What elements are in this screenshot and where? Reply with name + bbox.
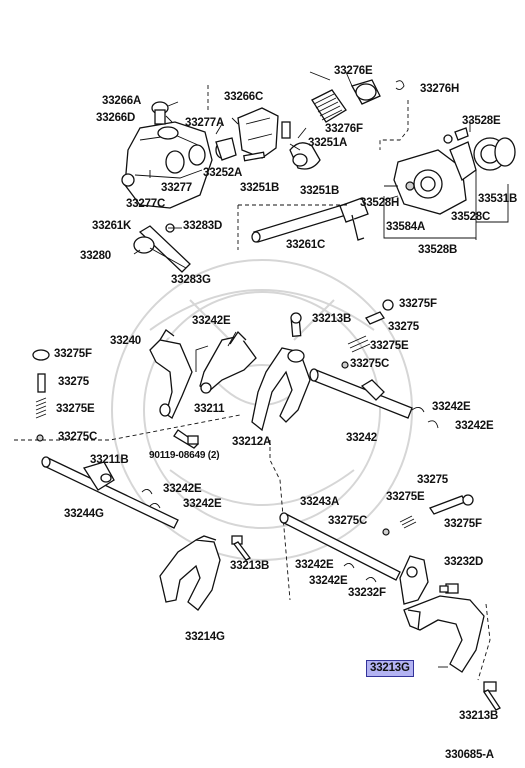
plug-33277-part: [165, 137, 237, 174]
part-label-33232d: 33232D: [444, 556, 484, 568]
part-label-33528e: 33528E: [462, 115, 501, 127]
spring-33276f-part: [311, 79, 405, 123]
part-label-33283d: 33283D: [183, 220, 223, 232]
part-label-33275-top: 33275: [388, 321, 419, 333]
part-label-33277: 33277: [161, 182, 192, 194]
part-label-33275c-left: 33275C: [58, 431, 98, 443]
lever-33251-part: [281, 121, 321, 170]
part-label-33266a: 33266A: [102, 95, 142, 107]
part-label-33283g: 33283G: [171, 274, 211, 286]
part-label-33275-mid: 33275: [417, 474, 448, 486]
cover-33266c-part: [231, 107, 279, 162]
part-label-33280: 33280: [80, 250, 111, 262]
part-label-33244g: 33244G: [64, 508, 104, 520]
shaft-33244g-part: [41, 456, 179, 529]
pin-spring-mid-part: [290, 299, 394, 369]
part-label-33531b: 33531B: [478, 193, 518, 205]
part-label-33275e-left: 33275E: [56, 403, 95, 415]
part-label-33213b-mid: 33213B: [230, 560, 270, 572]
part-label-33242e-b: 33242E: [432, 401, 471, 413]
part-label-33232f: 33232F: [348, 587, 386, 599]
part-label-33243a: 33243A: [300, 496, 340, 508]
part-label-33261c: 33261C: [286, 239, 326, 251]
part-label-33251a: 33251A: [308, 137, 348, 149]
fork-33214g-part: [159, 535, 221, 611]
part-label-33275f-top: 33275F: [399, 298, 437, 310]
part-label-33242e-g: 33242E: [309, 575, 348, 587]
part-label-33277c: 33277C: [126, 198, 166, 210]
part-label-33211b: 33211B: [90, 454, 129, 466]
part-label-33266d: 33266D: [96, 112, 136, 124]
diagram-id: 330685-A: [445, 749, 494, 761]
part-label-33275f-mid: 33275F: [444, 518, 482, 530]
part-label-33211: 33211: [194, 403, 225, 415]
part-label-33528b: 33528B: [418, 244, 458, 256]
part-label-33261k: 33261K: [92, 220, 132, 232]
part-label-33242e-f: 33242E: [295, 559, 334, 571]
part-label-33276f: 33276F: [325, 123, 363, 135]
part-label-33275c-mid: 33275C: [328, 515, 368, 527]
part-label-33276e: 33276E: [334, 65, 373, 77]
fork-33213g-part: [403, 595, 485, 673]
part-label-33275-left: 33275: [58, 376, 89, 388]
bolt-33213b-bottom-part: [483, 681, 501, 711]
lever-33280-part: [133, 223, 191, 273]
spring-pin-right-part: [382, 494, 474, 536]
part-label-33277a: 33277A: [185, 117, 225, 129]
part-label-33213b-top: 33213B: [312, 313, 352, 325]
part-label-33212a: 33212A: [232, 436, 272, 448]
lever-33240-part: [149, 329, 193, 419]
part-label-33242e-c: 33242E: [455, 420, 494, 432]
part-label-33242e-e: 33242E: [183, 498, 222, 510]
part-label-33242e-d: 33242E: [163, 483, 202, 495]
part-label-33266c: 33266C: [224, 91, 264, 103]
part-label-90119-08649: 90119-08649 (2): [149, 450, 220, 461]
part-label-33275c-top: 33275C: [350, 358, 390, 370]
bracket-33232f-part: [399, 555, 429, 605]
part-label-33275e-top: 33275E: [370, 340, 409, 352]
bolt-33232d-part: [439, 583, 459, 594]
part-label-33213g-highlighted[interactable]: 33213G: [366, 660, 414, 677]
part-label-33275f-left: 33275F: [54, 348, 92, 360]
part-label-33251b-b: 33251B: [300, 185, 340, 197]
part-label-33242e-a: 33242E: [192, 315, 231, 327]
part-label-33213b-bottom: 33213B: [459, 710, 499, 722]
part-label-33214g: 33214G: [185, 631, 225, 643]
part-label-33240: 33240: [110, 335, 141, 347]
part-label-33528h: 33528H: [360, 197, 400, 209]
part-label-33584a: 33584A: [386, 221, 426, 233]
fork-33212a-part: [251, 347, 311, 432]
bracket-33211-part: [199, 330, 257, 394]
part-label-33242: 33242: [346, 432, 377, 444]
part-label-33275e-mid: 33275E: [386, 491, 425, 503]
shaft-33261c-part: [251, 197, 369, 243]
part-label-33528c: 33528C: [451, 211, 491, 223]
bolt-33213b-mid-part: [231, 535, 251, 561]
shaft-33242-part: [309, 368, 439, 429]
bolt-90119-part: [173, 429, 200, 449]
pin-left-part: [32, 349, 50, 442]
retainer-33528b-part: [393, 127, 516, 215]
part-label-33276h: 33276H: [420, 83, 460, 95]
shaft-33243a-part: [279, 512, 401, 583]
part-label-33251b-a: 33251B: [240, 182, 280, 194]
part-label-33252a: 33252A: [203, 167, 243, 179]
